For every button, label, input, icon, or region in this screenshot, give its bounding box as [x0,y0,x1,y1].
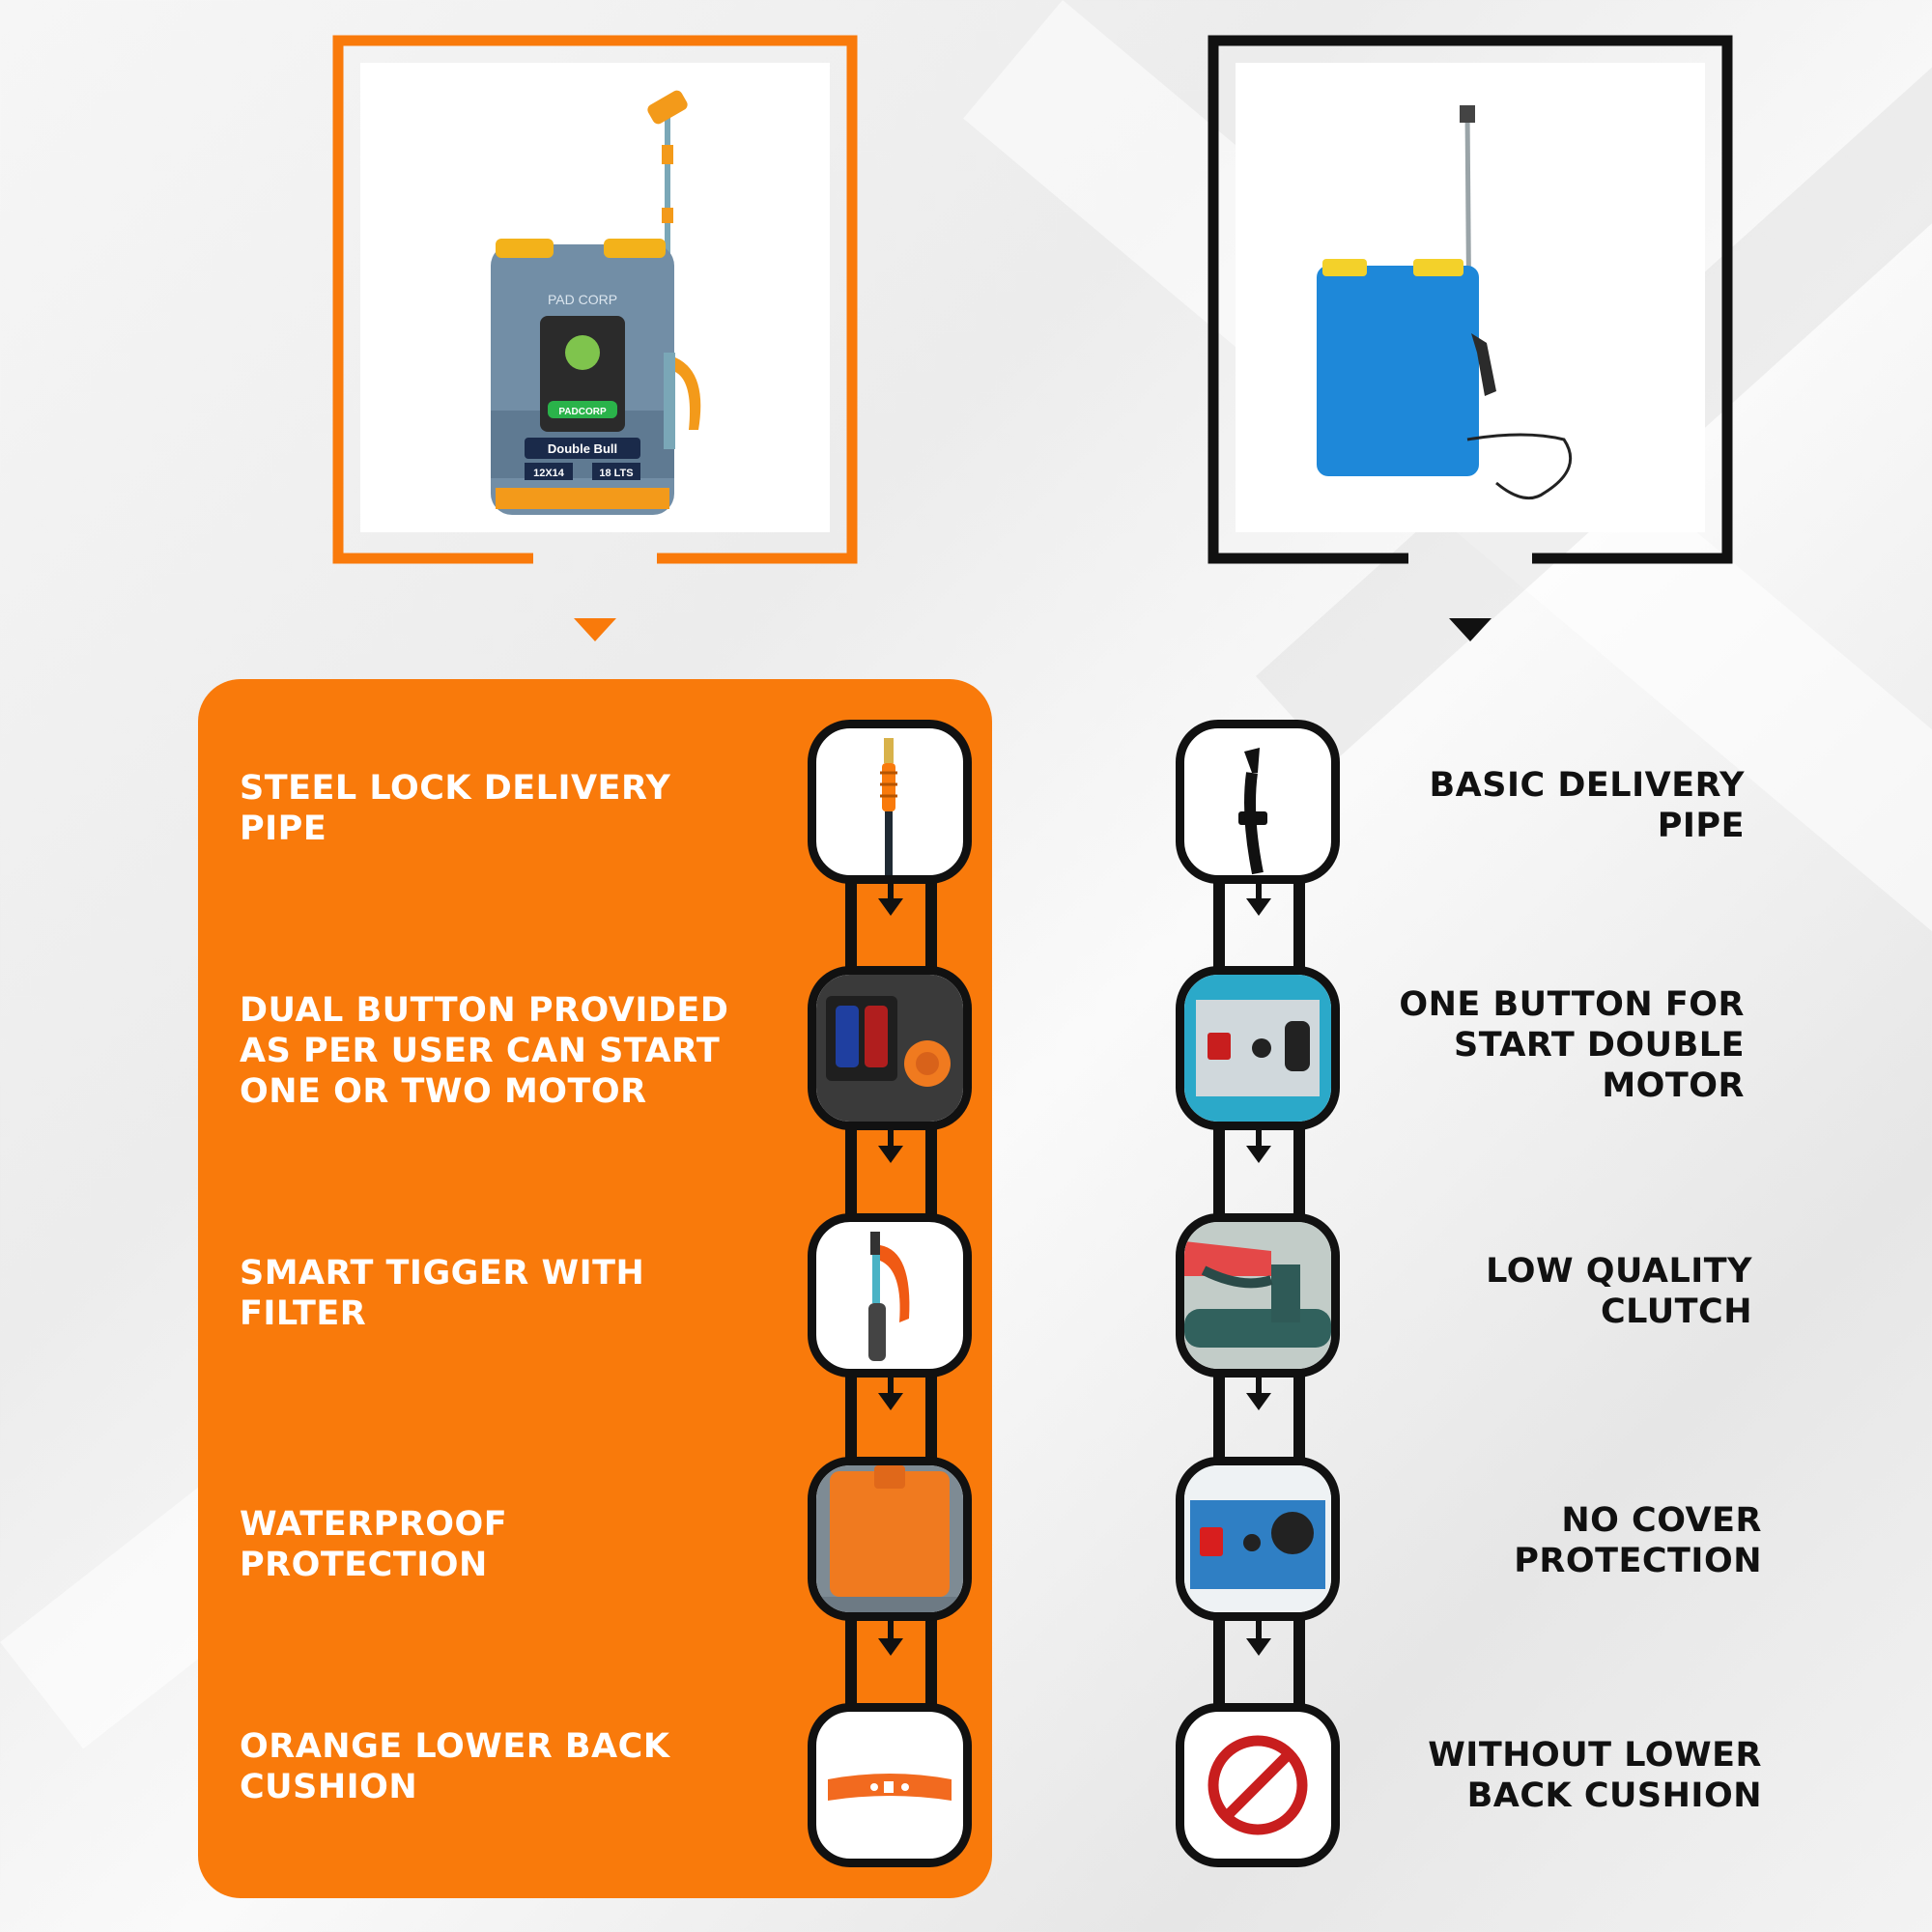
left-pointer-arrow [574,618,616,641]
clutch-icon [1176,1213,1340,1378]
no-cover-icon [1176,1457,1340,1621]
down-arrow-icon [878,875,903,916]
left-frame-outline [332,35,858,564]
model-text: Double Bull [548,441,617,456]
delivery-pipe-icon [808,720,972,884]
single-button-icon [1176,966,1340,1130]
feature-label-left-3: SMART TIGGER WITH FILTER [240,1254,645,1333]
down-arrow-icon [1246,875,1271,916]
down-arrow-icon [1246,1122,1271,1163]
feature-label-right-2: ONE BUTTON FOR START DOUBLE MOTOR [1399,985,1745,1105]
badge-text: PADCORP [558,407,607,417]
right-pointer-arrow [1449,618,1492,641]
prohibited-icon [1176,1703,1340,1867]
feature-label-left-5: ORANGE LOWER BACK CUSHION [240,1727,670,1806]
dual-button-icon [808,966,972,1130]
basic-pipe-icon [1176,720,1340,884]
feature-label-right-5: WITHOUT LOWER BACK CUSHION [1428,1736,1762,1815]
feature-label-right-3: LOW QUALITY CLUTCH [1486,1252,1752,1331]
manual-sprayer-image [1317,105,1573,500]
down-arrow-icon [878,1615,903,1656]
back-cushion-icon [808,1703,972,1867]
spec-capacity-text: 18 LTS [599,468,633,479]
feature-label-right-4: NO COVER PROTECTION [1514,1501,1762,1580]
trigger-icon [808,1213,972,1378]
feature-label-left-2: DUAL BUTTON PROVIDED AS PER USER CAN STA… [240,991,729,1111]
brand-text: PAD CORP [548,292,617,307]
feature-label-right-1: BASIC DELIVERY PIPE [1429,766,1745,845]
down-arrow-icon [878,1122,903,1163]
right-product-image-area[interactable] [1236,63,1705,532]
left-product-image-area[interactable]: PAD CORP PADCORP Double Bull 12X14 18 LT… [360,63,830,532]
right-frame-outline [1208,35,1733,564]
feature-label-left-1: STEEL LOCK DELIVERY PIPE [240,769,671,848]
waterproof-cover-icon [808,1457,972,1621]
right-product-frame [1204,31,1737,564]
spec-size-text: 12X14 [533,468,565,479]
battery-sprayer-image: PAD CORP PADCORP Double Bull 12X14 18 LT… [491,90,701,515]
down-arrow-icon [1246,1615,1271,1656]
down-arrow-icon [878,1370,903,1410]
down-arrow-icon [1246,1370,1271,1410]
feature-label-left-4: WATERPROOF PROTECTION [240,1505,508,1584]
left-product-frame [328,31,862,564]
